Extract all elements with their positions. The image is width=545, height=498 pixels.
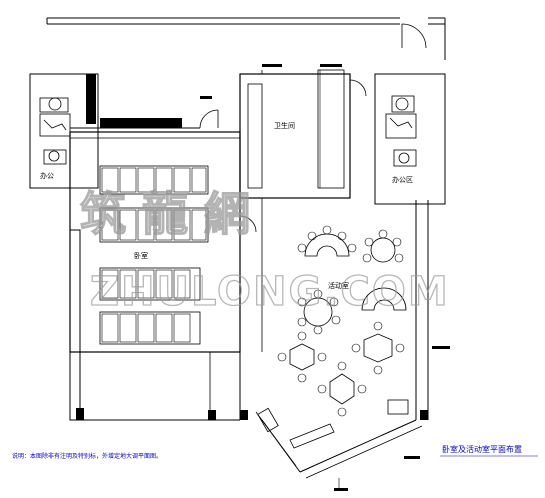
watermark-chinese: 筑 龍 網	[80, 187, 250, 241]
right-office: 办公区	[374, 73, 446, 205]
callout-marks	[200, 96, 450, 491]
watermark-latin: ZHULONG.COM	[90, 269, 450, 315]
bed-row-4	[99, 311, 201, 345]
watermark: 筑 龍 網 ZHULONG.COM	[79, 186, 450, 315]
left-office: 办公	[29, 73, 99, 189]
plan-note: 说明：本图除非有注明及特别标，外增定地大调平面图。	[12, 452, 162, 460]
bedroom-walls	[69, 109, 241, 421]
bed-row-3	[99, 267, 201, 301]
activity-walls	[76, 198, 429, 479]
toilet-room: 卫生间	[239, 64, 367, 234]
office-left-label: 办公	[40, 171, 54, 180]
plan-title: 卧室及活动室平面布置	[442, 444, 522, 454]
bedroom-label: 卧室	[134, 251, 148, 260]
bed-row-2	[99, 207, 209, 243]
office-right-label: 办公区	[392, 175, 413, 184]
activity-label: 活动室	[328, 281, 349, 290]
toilet-label: 卫生间	[274, 121, 295, 130]
bed-row-1	[99, 165, 209, 195]
activity-furniture: 活动室	[257, 225, 409, 449]
top-wall	[46, 17, 446, 60]
